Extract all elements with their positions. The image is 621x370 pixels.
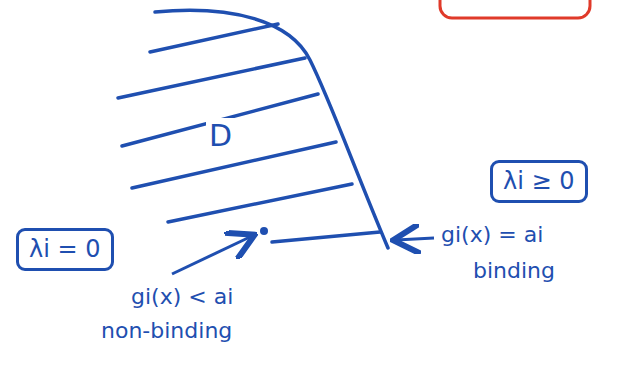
nonbinding-condition: gi(x) < ai	[128, 284, 236, 310]
note-text: non-binding	[98, 318, 235, 344]
region-label: D	[206, 118, 235, 154]
binding-condition: gi(x) = ai	[438, 222, 546, 248]
note-text: binding	[470, 258, 558, 284]
box-text: λi = 0	[29, 235, 101, 264]
boundary-arrow	[396, 238, 434, 240]
multiplier-box: λi = 0	[16, 228, 114, 271]
box-text: λi ≥ 0	[503, 167, 575, 196]
multiplier-box: λi ≥ 0	[490, 160, 588, 203]
point-arrow	[172, 236, 252, 274]
red-box	[440, 0, 590, 18]
point	[260, 227, 268, 235]
hatch-lines	[118, 24, 380, 242]
